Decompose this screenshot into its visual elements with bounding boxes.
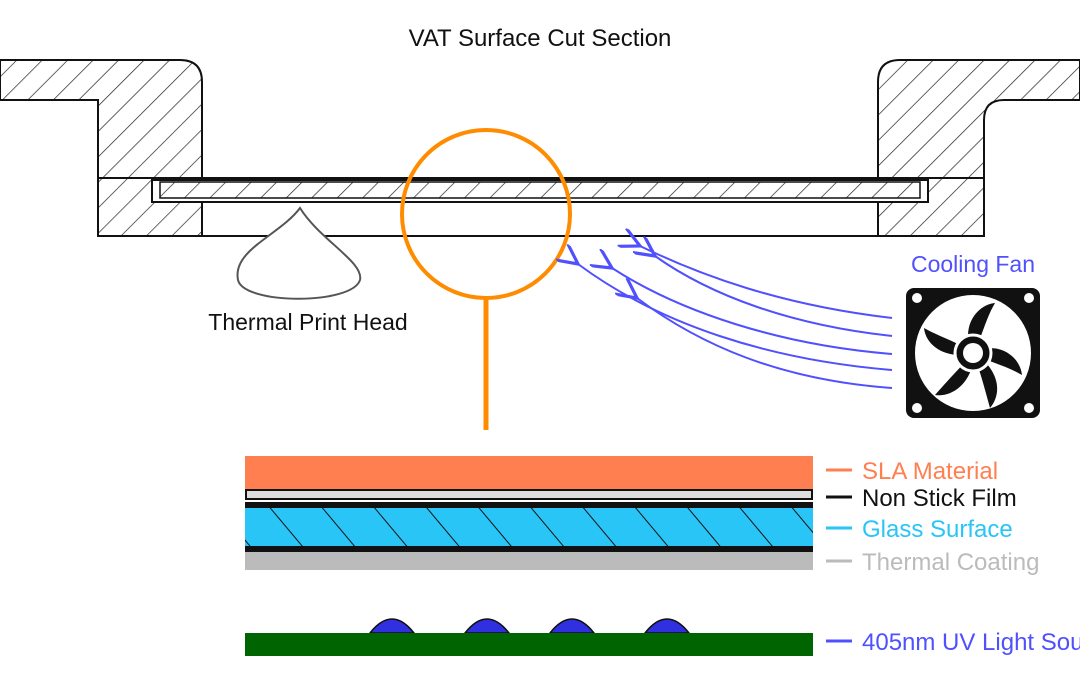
- uv-pcb: [245, 633, 813, 656]
- uv-led: [368, 618, 416, 634]
- legend-non-stick-film: Non Stick Film: [862, 485, 1017, 512]
- uv-light-source: [245, 618, 813, 656]
- legend-sla-material: SLA Material: [862, 458, 998, 485]
- uv-led: [548, 618, 596, 634]
- print-head-label: Thermal Print Head: [208, 309, 407, 335]
- diagram-title: VAT Surface Cut Section: [409, 25, 672, 52]
- legend: SLA Material Non Stick Film Glass Surfac…: [826, 458, 1080, 656]
- vat-right-wall: [877, 59, 1080, 237]
- legend-glass-surface: Glass Surface: [862, 516, 1013, 543]
- vat-left-wall: [0, 59, 203, 237]
- layer-non-stick-film: [245, 489, 813, 500]
- thermal-print-head: Thermal Print Head: [208, 206, 408, 335]
- airflow-arrows: [578, 246, 893, 389]
- cooling-fan-icon: Cooling Fan: [906, 251, 1040, 418]
- cooling-fan-label: Cooling Fan: [911, 251, 1035, 277]
- layer-stack: [245, 456, 813, 570]
- layer-sla-material: [245, 456, 813, 490]
- uv-led: [643, 618, 691, 634]
- legend-thermal-coating: Thermal Coating: [862, 549, 1039, 576]
- uv-led: [463, 618, 511, 634]
- legend-uv-light: 405nm UV Light Source: [862, 629, 1080, 656]
- magnifier-callout: [400, 128, 572, 430]
- layer-thermal-coating: [245, 552, 813, 570]
- vat-floor: [151, 177, 929, 237]
